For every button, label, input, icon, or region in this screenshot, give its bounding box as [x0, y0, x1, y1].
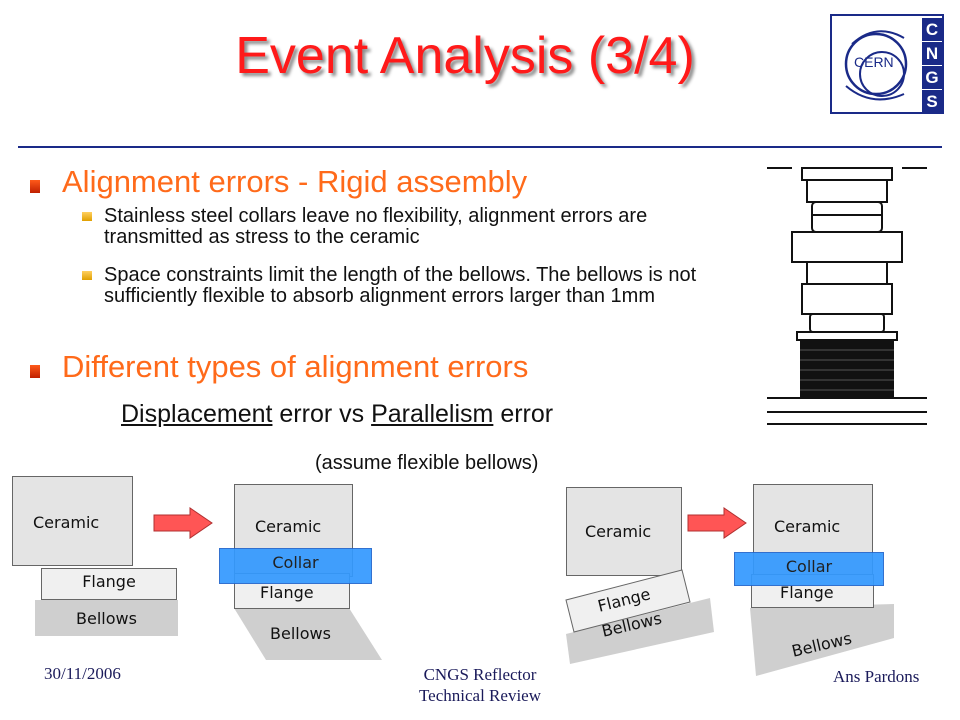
sub-bullet-marker-icon [82, 212, 92, 221]
bellows-tilted-shape [750, 604, 894, 676]
sub-bullet-space-constraints: Space constraints limit the length of th… [104, 264, 697, 307]
footer-date: 30/11/2006 [44, 664, 121, 683]
comparison-mid: error vs [279, 400, 365, 428]
slide-title: Event Analysis (3/4) [235, 27, 695, 85]
flange-label: Flange [780, 583, 834, 602]
bullet-alignment-errors: Alignment errors - Rigid assembly [62, 164, 528, 199]
cngs-letter: G [922, 66, 942, 89]
ceramic-label: Ceramic [255, 517, 322, 536]
ceramic-block: Ceramic [566, 487, 682, 576]
parallelism-term: Parallelism [371, 400, 494, 428]
assumption-note: (assume flexible bellows) [315, 452, 539, 474]
sub-bullet-marker-icon [82, 271, 92, 280]
comparison-line: Displacement error vs Parallelism error [121, 400, 553, 429]
cern-cngs-logo: CERN C N G S [830, 14, 944, 114]
comparison-end: error [500, 400, 554, 428]
right-arrow-icon [153, 507, 213, 539]
title-divider [18, 146, 942, 148]
footer-author: Ans Pardons [833, 667, 920, 686]
bullet-marker-icon [30, 365, 40, 378]
bellows-label: Bellows [270, 624, 331, 643]
bullet-marker-icon [30, 180, 40, 193]
cngs-letter-column: C N G S [922, 18, 942, 113]
bellows-tilted-shape [566, 598, 714, 664]
bellows-assembly-drawing [767, 167, 927, 425]
ceramic-block: Ceramic [12, 476, 133, 566]
bellows-sheared-shape [234, 608, 382, 660]
footer-event: CNGS Reflector Technical Review [380, 664, 580, 706]
cern-ring-logo-icon [844, 30, 908, 101]
flange-block: Flange [41, 568, 177, 600]
cngs-letter: N [922, 42, 942, 65]
sub-bullet-collars: Stainless steel collars leave no flexibi… [104, 205, 648, 248]
cngs-letter: C [922, 18, 942, 41]
displacement-term: Displacement [121, 400, 273, 428]
footer-event-line2: Technical Review [418, 686, 541, 705]
flange-label: Flange [260, 583, 314, 602]
bellows-block: Bellows [35, 600, 178, 636]
right-arrow-icon [687, 507, 747, 539]
cern-logo-text: CERN [854, 54, 894, 70]
collar-block: Collar [734, 552, 884, 586]
ceramic-label: Ceramic [585, 522, 652, 541]
collar-block: Collar [219, 548, 372, 584]
footer-event-line1: CNGS Reflector [423, 665, 537, 684]
ceramic-label: Ceramic [33, 513, 100, 532]
ceramic-label: Ceramic [774, 517, 841, 536]
flange-tilted-shape [565, 569, 691, 633]
bullet-error-types: Different types of alignment errors [62, 349, 529, 384]
cngs-letter: S [922, 90, 942, 113]
